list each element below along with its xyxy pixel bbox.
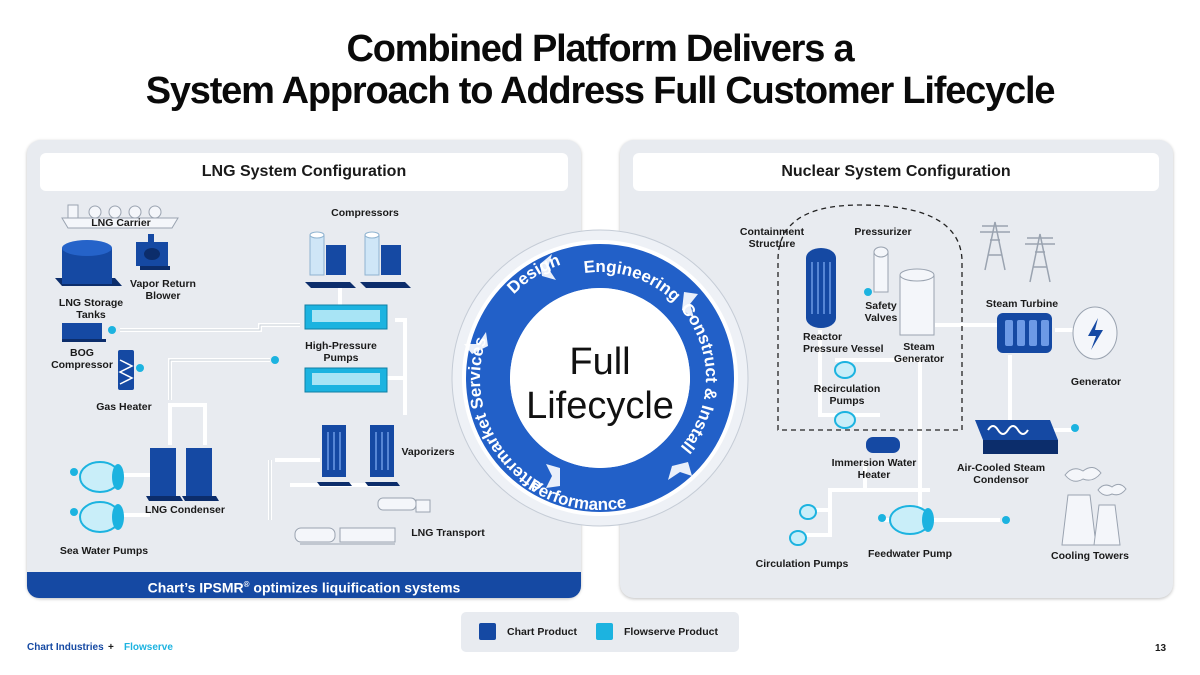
lifecycle-center-line-2: Lifecycle bbox=[526, 385, 674, 427]
legend-chart-swatch bbox=[479, 623, 496, 640]
nuclear-panel-heading: Nuclear System Configuration bbox=[633, 153, 1159, 191]
steam-generator-icon bbox=[899, 268, 935, 336]
pressurizer-icon bbox=[864, 246, 889, 296]
label-gas-heater: Gas Heater bbox=[96, 401, 152, 413]
steam-turbine-icon bbox=[997, 313, 1052, 353]
bog-compressor-icon bbox=[62, 323, 116, 342]
nuclear-piping bbox=[800, 323, 1075, 537]
cooling-towers-icon bbox=[1061, 467, 1127, 546]
brand-flowserve: Flowserve bbox=[124, 642, 173, 653]
lng-panel-heading: LNG System Configuration bbox=[40, 153, 568, 191]
label-lng-condenser: LNG Condenser bbox=[145, 504, 225, 516]
generator-icon bbox=[1072, 306, 1118, 360]
footer-text-suffix: optimizes liquification systems bbox=[249, 579, 461, 596]
page-number: 13 bbox=[1155, 643, 1167, 654]
legend-flowserve-swatch bbox=[596, 623, 613, 640]
vaporizers-icon bbox=[317, 425, 400, 486]
transmission-towers-icon bbox=[980, 221, 1055, 283]
lifecycle-ring: Engineering Construct & Install Performa… bbox=[451, 229, 749, 527]
compressors-icon bbox=[305, 231, 411, 288]
lifecycle-center-line-1: Full bbox=[569, 341, 631, 383]
title-line-2: System Approach to Address Full Customer… bbox=[145, 70, 1056, 112]
lng-carrier-icon bbox=[61, 204, 179, 229]
label-safety-valves: Safety Valves bbox=[864, 300, 898, 324]
label-sea-water-pumps: Sea Water Pumps bbox=[59, 545, 149, 557]
sea-water-pumps-icon bbox=[70, 461, 124, 533]
legend: Chart Product Flowserve Product bbox=[461, 612, 739, 652]
containment-structure-boundary bbox=[777, 204, 963, 431]
label-lng-carrier: LNG Carrier bbox=[91, 217, 151, 229]
lng-footer-band: Chart’s IPSMR® optimizes liquification s… bbox=[27, 572, 581, 598]
label-vapor-return-blower: Vapor Return Blower bbox=[130, 278, 196, 302]
label-reactor-pressure-vessel: Reactor Pressure Vessel bbox=[803, 331, 884, 355]
label-compressors: Compressors bbox=[331, 207, 399, 219]
label-pressurizer: Pressurizer bbox=[854, 226, 912, 238]
label-lng-storage-tanks: LNG Storage Tanks bbox=[58, 297, 124, 321]
label-cooling-towers: Cooling Towers bbox=[1051, 550, 1129, 562]
label-air-cooled-steam-condensor: Air-Cooled Steam Condensor bbox=[956, 462, 1046, 486]
feedwater-pump-icon bbox=[878, 505, 1010, 535]
lng-storage-tank-icon bbox=[55, 240, 122, 286]
lifecycle-center: Full Lifecycle bbox=[500, 340, 700, 428]
circulation-pumps-icon bbox=[789, 504, 817, 546]
gas-heater-icon bbox=[118, 350, 144, 390]
label-vaporizers: Vaporizers bbox=[401, 446, 455, 458]
lng-piping-outline bbox=[120, 324, 300, 520]
vapor-return-blower-icon bbox=[136, 234, 170, 270]
immersion-water-heater-icon bbox=[866, 437, 900, 453]
reactor-pressure-vessel-icon bbox=[806, 248, 836, 328]
label-feedwater-pump: Feedwater Pump bbox=[867, 548, 953, 560]
brand-chart: Chart Industries bbox=[27, 642, 104, 653]
footer-registered-mark: ® bbox=[243, 580, 250, 589]
high-pressure-pumps-icon bbox=[271, 304, 388, 393]
label-recirculation-pumps: Recirculation Pumps bbox=[813, 383, 881, 407]
page-title: Combined Platform Delivers a System Appr… bbox=[0, 28, 1200, 112]
label-high-pressure-pumps: High-Pressure Pumps bbox=[305, 340, 377, 364]
lng-transport-icon bbox=[294, 497, 431, 545]
label-bog-compressor: BOG Compressor bbox=[51, 347, 113, 371]
legend-chart-label: Chart Product bbox=[507, 626, 578, 638]
lng-condenser-icon bbox=[146, 448, 219, 501]
brand-plus: + bbox=[108, 642, 114, 653]
label-circulation-pumps: Circulation Pumps bbox=[755, 558, 849, 570]
air-cooled-condensor-icon bbox=[975, 420, 1079, 454]
label-steam-turbine: Steam Turbine bbox=[985, 298, 1059, 310]
footer-text-prefix: Chart’s IPSMR bbox=[147, 579, 244, 596]
title-line-1: Combined Platform Delivers a bbox=[346, 28, 855, 70]
recirculation-pumps-icon bbox=[834, 361, 856, 429]
label-steam-generator: Steam Generator bbox=[893, 341, 945, 365]
label-lng-transport: LNG Transport bbox=[411, 527, 485, 539]
legend-flowserve-label: Flowserve Product bbox=[624, 626, 718, 638]
label-immersion-water-heater: Immersion Water Heater bbox=[831, 457, 917, 481]
label-generator: Generator bbox=[1070, 376, 1122, 388]
label-containment-structure: Containment Structure bbox=[739, 226, 805, 250]
